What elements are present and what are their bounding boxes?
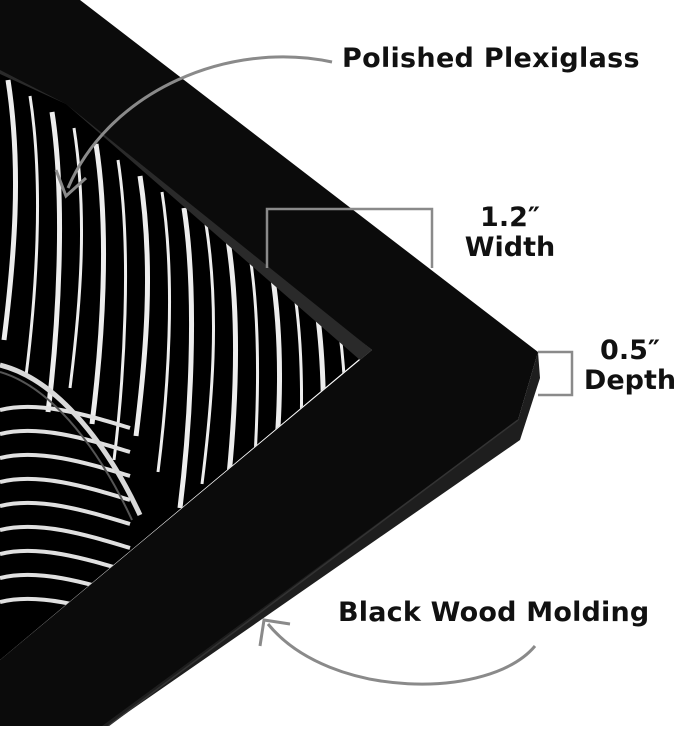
leaf-stripe	[1, 79, 19, 341]
width-value: 1.2″	[480, 202, 540, 233]
leaf-stripe	[0, 524, 131, 550]
depth-label: Depth	[583, 364, 677, 396]
leaf-stripe	[0, 476, 131, 502]
leaf-stripe	[156, 191, 172, 473]
frame-inner-edge	[0, 60, 372, 360]
width-label: Width	[464, 231, 556, 263]
depth-bracket	[538, 350, 574, 397]
leaf-stripe	[0, 404, 131, 430]
leaf-stripe	[24, 95, 40, 377]
leaf-stripe	[89, 143, 107, 425]
width-callout: 1.2″ Width	[455, 203, 565, 262]
leaf-stripe	[0, 428, 131, 454]
depth-value: 0.5″	[600, 335, 660, 366]
molding-arrow	[266, 623, 537, 686]
leaf-stripe	[177, 207, 195, 509]
polished-plexiglass-label: Polished Plexiglass	[342, 43, 640, 74]
leaf-stripe	[200, 223, 216, 485]
black-wood-molding-label: Black Wood Molding	[338, 597, 650, 628]
width-bracket	[265, 207, 434, 268]
plexiglass-arrowhead	[54, 169, 88, 199]
molding-arrowhead	[258, 618, 291, 647]
leaf-stripe	[68, 127, 84, 389]
leaf-stripe	[112, 159, 128, 461]
leaf-stripe	[0, 500, 131, 526]
depth-callout: 0.5″ Depth	[575, 336, 679, 395]
black-wood-frame	[0, 0, 538, 726]
leaf-stripe	[133, 175, 151, 437]
leaf-stripe	[45, 111, 63, 413]
plexiglass-arrow	[66, 55, 333, 189]
